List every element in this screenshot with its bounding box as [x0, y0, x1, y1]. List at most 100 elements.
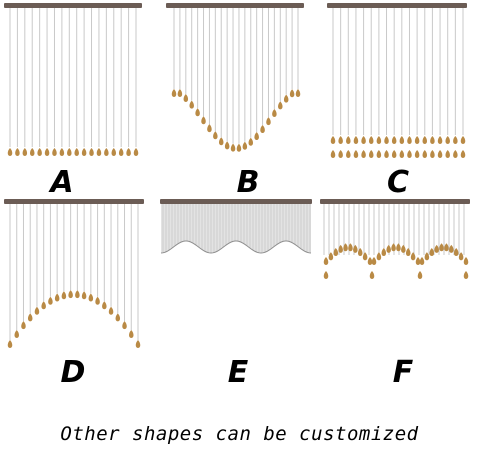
shape-label-e: E [227, 355, 249, 390]
bead-drop [460, 136, 466, 144]
bead-drop [391, 243, 396, 252]
bead-drop [353, 150, 359, 158]
curtain-rod [327, 3, 467, 8]
bead-drop [445, 150, 450, 158]
bead-drop [283, 94, 289, 103]
bead-drop [323, 271, 329, 279]
bead-drop [21, 321, 26, 330]
bead-drop [449, 244, 454, 253]
bead-drop [415, 257, 421, 265]
bead-drop [361, 136, 366, 144]
bead-drop [118, 148, 124, 156]
bead-drop [368, 136, 374, 144]
bead-drop [338, 136, 343, 144]
bead-drop [135, 340, 141, 348]
bead-drop [328, 252, 334, 261]
bead-drop [367, 257, 373, 265]
bead-drop [346, 150, 351, 158]
curtain-illustration-e [160, 199, 312, 254]
bead-drop [346, 136, 351, 144]
bead-drop [357, 248, 363, 257]
bead-drop [122, 321, 127, 330]
curtain-illustration-f [320, 199, 470, 279]
bead-drop [81, 148, 87, 156]
bead-drop [27, 313, 33, 322]
bead-drop [29, 148, 35, 156]
bead-drop [14, 330, 19, 339]
curtain-shape-f [320, 199, 472, 289]
bead-drop [437, 136, 443, 144]
bead-drop [111, 148, 117, 156]
bead-drop [224, 141, 230, 150]
bead-drop [453, 136, 458, 144]
curtain-shape-d [4, 199, 146, 354]
bead-drop [381, 248, 387, 257]
bead-drop [430, 150, 435, 158]
bead-drop [207, 124, 212, 133]
bead-drop [108, 306, 114, 315]
bead-drop [52, 148, 57, 156]
bead-drop [330, 150, 336, 158]
bead-drop [333, 248, 339, 257]
bead-drop [266, 117, 271, 126]
curtain-rod [320, 199, 470, 204]
bead-drop [453, 248, 459, 257]
bead-drop [391, 136, 397, 144]
bead-drop [376, 150, 382, 158]
shape-label-c: C [386, 165, 410, 200]
shape-label-b: B [236, 165, 260, 200]
bead-drop [248, 137, 254, 146]
bead-drop [81, 291, 87, 300]
bead-drop [67, 148, 72, 156]
curtain-shape-e [160, 199, 315, 279]
bead-drop [376, 136, 382, 144]
wavy-hem-line [160, 240, 312, 254]
shape-label-d: D [60, 355, 86, 390]
bead-drop [458, 252, 464, 261]
bead-drop [434, 244, 439, 253]
bead-drop [61, 291, 67, 300]
bead-drop [407, 136, 412, 144]
bead-drop [401, 244, 406, 253]
bead-drop [384, 150, 389, 158]
bead-drop [230, 143, 236, 152]
bead-drop [254, 131, 259, 140]
curtain-rod [166, 3, 304, 8]
bead-drop [371, 257, 377, 265]
bead-drop [396, 243, 401, 252]
curtain-illustration-b [166, 3, 304, 152]
bead-drop [74, 148, 79, 156]
bead-drop [201, 116, 206, 125]
bead-drop [414, 150, 420, 158]
bead-drop [15, 148, 20, 156]
bead-drop [75, 290, 80, 299]
silver-fringe [161, 204, 311, 253]
bead-drop [88, 293, 94, 302]
bead-drop [96, 148, 102, 156]
curtain-illustration-d [4, 199, 144, 348]
bead-drop [177, 89, 183, 97]
bead-drop [242, 141, 248, 150]
bead-drop [289, 89, 295, 98]
bead-drop [429, 248, 435, 257]
bead-drop [405, 248, 411, 257]
bead-drop [129, 330, 134, 339]
bead-drop [419, 257, 425, 265]
bead-drop [195, 108, 200, 117]
bead-drop [414, 136, 420, 144]
bead-drop [460, 150, 466, 158]
bead-drop [236, 143, 242, 152]
bead-drop [439, 243, 444, 252]
bead-drop [260, 124, 265, 133]
bead-drop [7, 148, 13, 156]
bead-drop [330, 136, 336, 144]
bead-drop [34, 306, 40, 315]
bead-drop [37, 148, 42, 156]
bead-drop [7, 340, 13, 348]
bead-drop [391, 150, 397, 158]
bead-drop [422, 150, 428, 158]
bead-drop [353, 136, 359, 144]
bead-drop [54, 293, 60, 302]
bead-drop [444, 243, 449, 252]
bead-drop [463, 271, 469, 279]
